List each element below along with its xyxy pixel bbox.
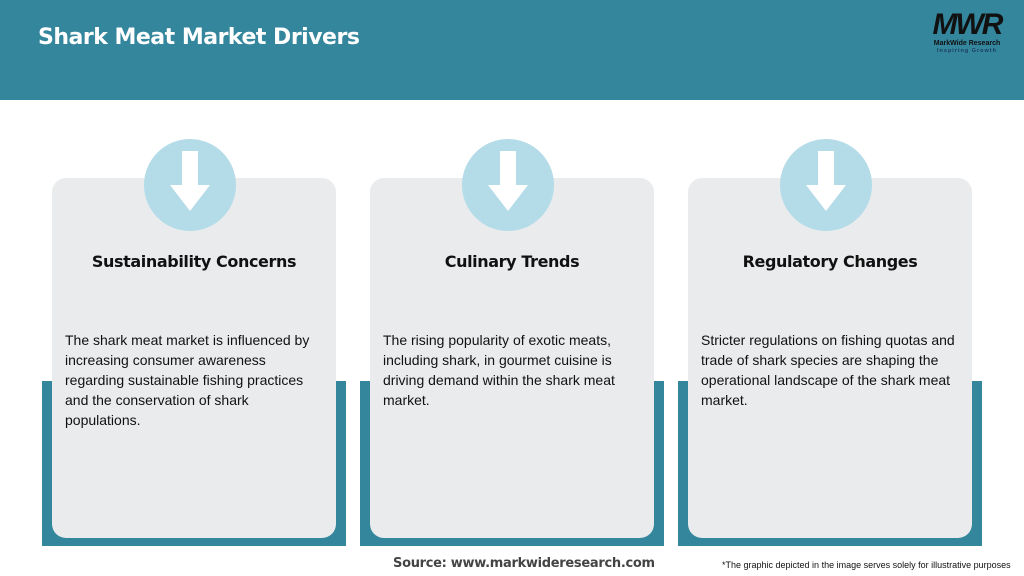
driver-card [688, 178, 972, 538]
source-text: Source: www.markwideresearch.com [393, 556, 655, 571]
card-description: The rising popularity of exotic meats, i… [383, 332, 615, 408]
disclaimer-note: *The graphic depicted in the image serve… [722, 560, 1011, 570]
card-description: The shark meat market is influenced by i… [65, 332, 310, 428]
driver-card [52, 178, 336, 538]
card-title: Regulatory Changes [742, 252, 918, 271]
logo-mark: MWR [932, 8, 1004, 41]
header-banner [0, 0, 1024, 100]
icon-circle [462, 139, 554, 231]
logo: MWR MarkWide Research Inspiring Growth [922, 8, 1012, 55]
logo-tagline: Inspiring Growth [937, 48, 997, 54]
icon-circle [144, 139, 236, 231]
arrow-down-icon [170, 151, 210, 211]
arrow-down-icon [806, 151, 846, 211]
arrow-down-icon [488, 151, 528, 211]
driver-card [370, 178, 654, 538]
card-title: Sustainability Concerns [91, 252, 297, 271]
card-description: Stricter regulations on fishing quotas a… [701, 332, 955, 408]
card-title: Culinary Trends [444, 252, 580, 271]
icon-circle [780, 139, 872, 231]
logo-name: MarkWide Research [933, 40, 1001, 47]
page-title: Shark Meat Market Drivers [38, 25, 360, 50]
